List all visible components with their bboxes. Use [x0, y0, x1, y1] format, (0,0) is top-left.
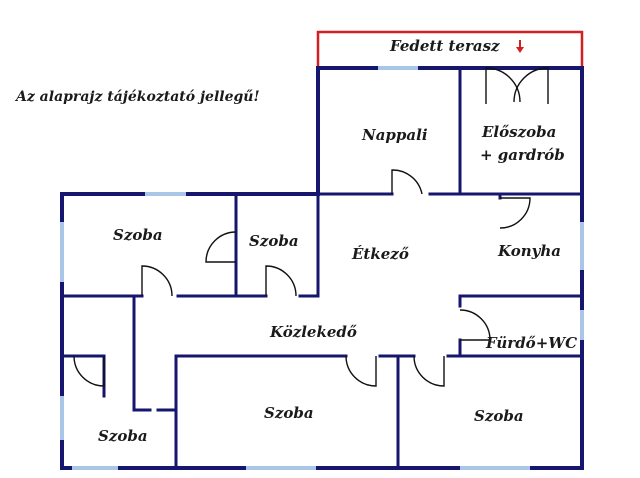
room-label-dining: Étkező — [351, 245, 409, 263]
interior-walls — [60, 66, 584, 470]
room-label-corridor: Közlekedő — [269, 323, 357, 341]
room-label-bedroom-bottom-mid: Szoba — [264, 404, 314, 422]
room-label-bedroom-bottom-left: Szoba — [98, 427, 148, 445]
room-label-bedroom-bottom-right: Szoba — [474, 407, 524, 425]
entrance-arrow-icon — [516, 40, 524, 53]
room-label-living: Nappali — [361, 126, 428, 144]
room-label-bedroom-left: Szoba — [113, 226, 163, 244]
windows — [60, 66, 584, 470]
room-label-terrace: Fedett terasz — [389, 37, 500, 55]
terrace-outline — [316, 30, 584, 68]
disclaimer-note: Az alaprajz tájékoztató jellegű! — [14, 89, 260, 105]
door-swings — [73, 67, 549, 387]
room-label-bathroom: Fürdő+WC — [485, 334, 577, 352]
room-label-bedroom-small: Szoba — [249, 232, 299, 250]
room-label-hall: Előszoba — [481, 123, 556, 141]
room-label-kitchen: Konyha — [497, 242, 561, 260]
room-label-hall-wardrobe: + gardrób — [480, 146, 565, 164]
